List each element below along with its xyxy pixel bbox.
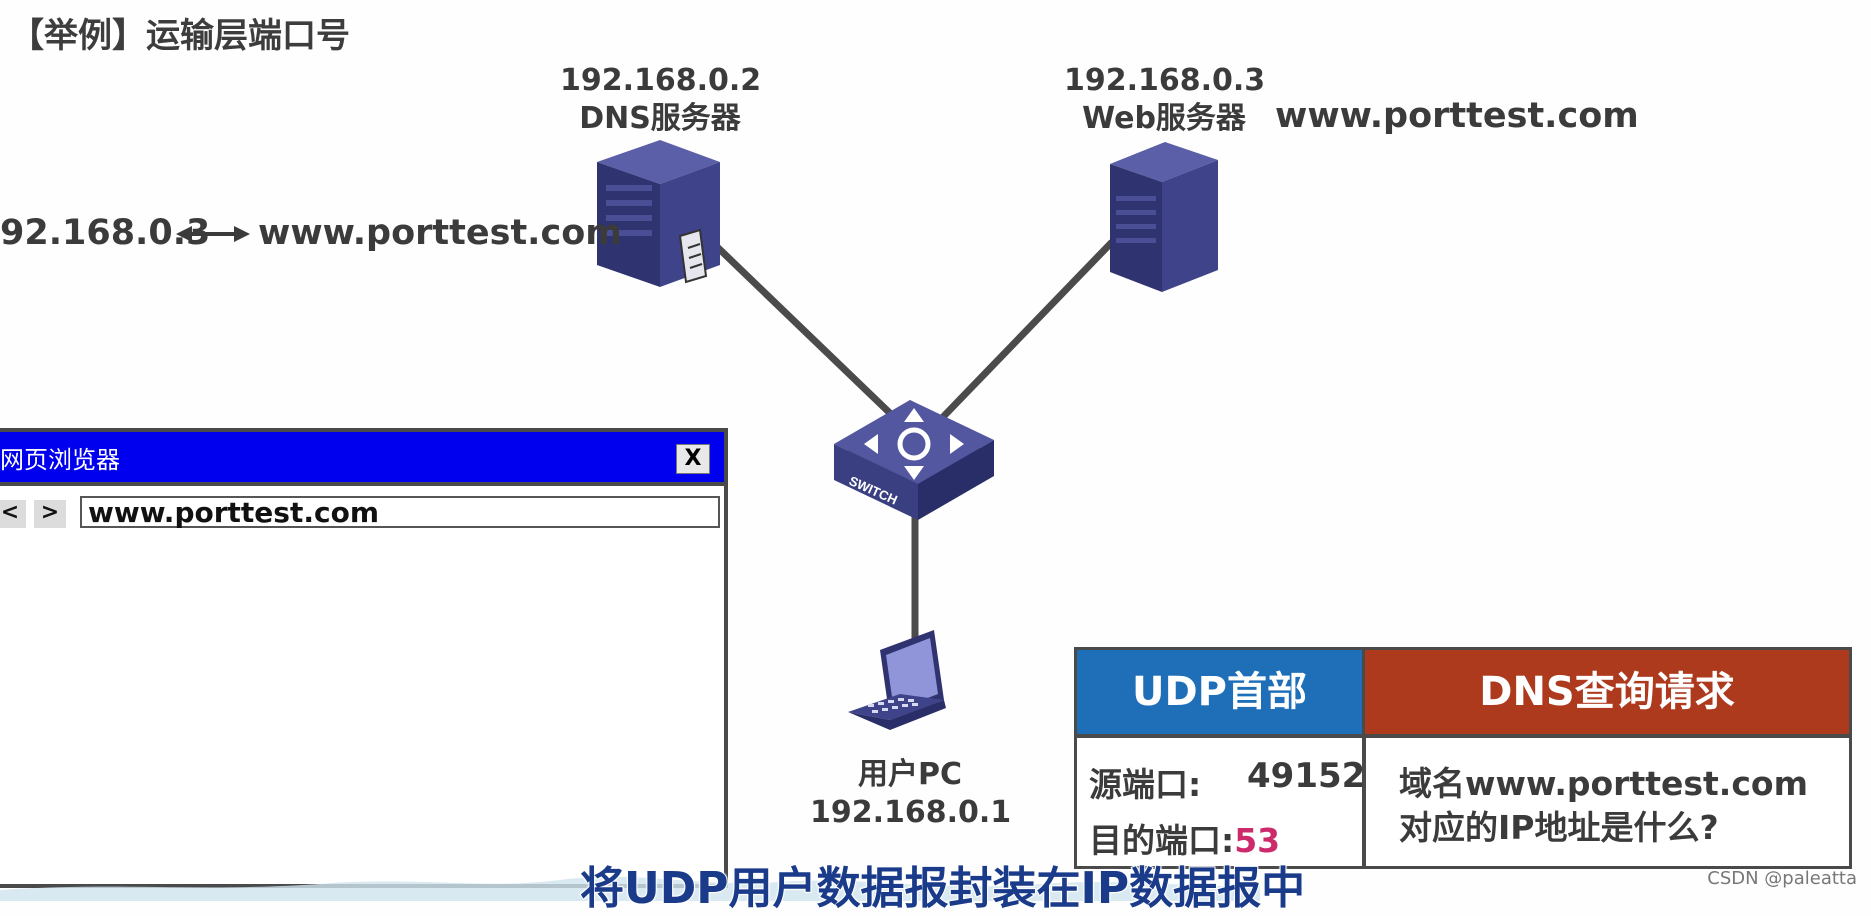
destination-port-value: 53 (1234, 821, 1281, 860)
switch-icon: SWITCH (834, 400, 994, 520)
destination-port-row: 目的端口:53 (1089, 814, 1280, 862)
watermark: CSDN @paleatta (1707, 868, 1857, 889)
browser-titlebar: 网页浏览器 (0, 432, 724, 486)
address-bar[interactable]: www.porttest.com (80, 496, 720, 528)
udp-packet: UDP首部 DNS查询请求 源端口: 49152 目的端口:53 域名www.p… (1074, 647, 1852, 869)
subtitle-caption: 将UDP用户数据报封装在IP数据报中 (579, 862, 1306, 915)
link-web-switch (939, 239, 1115, 421)
laptop-icon (848, 630, 946, 730)
source-port-value: 49152 (1247, 756, 1366, 796)
dns-server-ip: 192.168.0.2 (560, 63, 762, 98)
web-server-ip: 192.168.0.3 (1064, 63, 1266, 98)
source-port-label: 源端口: (1089, 765, 1202, 804)
wave-decoration (0, 876, 1260, 901)
page-title: 【举例】运输层端口号 (10, 16, 350, 56)
web-server-name: Web服务器 (1082, 101, 1246, 136)
udp-header-cell: UDP首部 (1077, 650, 1365, 734)
web-server-icon (1110, 142, 1218, 292)
dns-server-icon (597, 140, 720, 287)
browser-window: 网页浏览器 X < > www.porttest.com (0, 428, 728, 888)
browser-title: 网页浏览器 (0, 445, 120, 474)
dns-payload-cell: DNS查询请求 (1365, 650, 1849, 734)
packet-divider-vertical (1362, 734, 1366, 869)
dns-server-name: DNS服务器 (579, 101, 741, 136)
dns-record-ip: 92.168.0.3 (0, 213, 211, 253)
packet-divider (1077, 734, 1849, 738)
double-arrow-icon (176, 226, 250, 242)
dns-query-line-2: 对应的IP地址是什么? (1399, 808, 1719, 847)
pc-ip: 192.168.0.1 (810, 795, 1012, 830)
web-server-domain: www.porttest.com (1275, 96, 1639, 136)
link-dns-switch (709, 239, 898, 421)
dns-query-line-1: 域名www.porttest.com (1399, 764, 1808, 803)
dns-record-domain: www.porttest.com (258, 213, 622, 253)
pc-name: 用户PC (857, 757, 962, 792)
back-button[interactable]: < (0, 500, 26, 528)
close-button[interactable]: X (676, 444, 710, 474)
forward-button[interactable]: > (34, 500, 66, 528)
destination-port-label: 目的端口: (1089, 821, 1235, 860)
